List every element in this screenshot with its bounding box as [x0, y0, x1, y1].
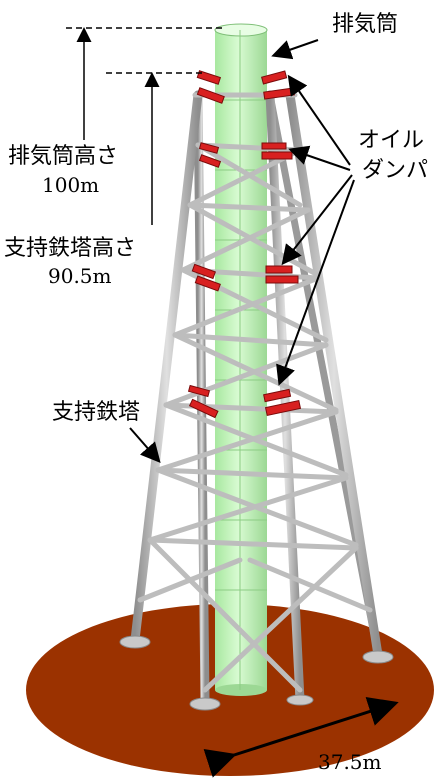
label-stack: 排気筒 — [332, 12, 399, 37]
oil-dampers — [187, 70, 302, 419]
label-tower-height-value: 90.5m — [48, 264, 112, 288]
label-tower-height: 支持鉄塔高さ — [4, 236, 137, 261]
label-oil-damper-line2: ダンパ — [362, 158, 429, 183]
label-stack-height: 排気筒高さ — [8, 144, 119, 169]
label-oil-damper-line1: オイル — [358, 128, 425, 153]
dimension-lines — [66, 27, 222, 225]
label-support-tower: 支持鉄塔 — [52, 400, 141, 425]
label-base-width: 37.5m — [318, 750, 382, 774]
base-width-arrow — [203, 697, 399, 778]
label-stack-height-value: 100m — [42, 173, 100, 197]
callout-arrows — [129, 39, 355, 464]
